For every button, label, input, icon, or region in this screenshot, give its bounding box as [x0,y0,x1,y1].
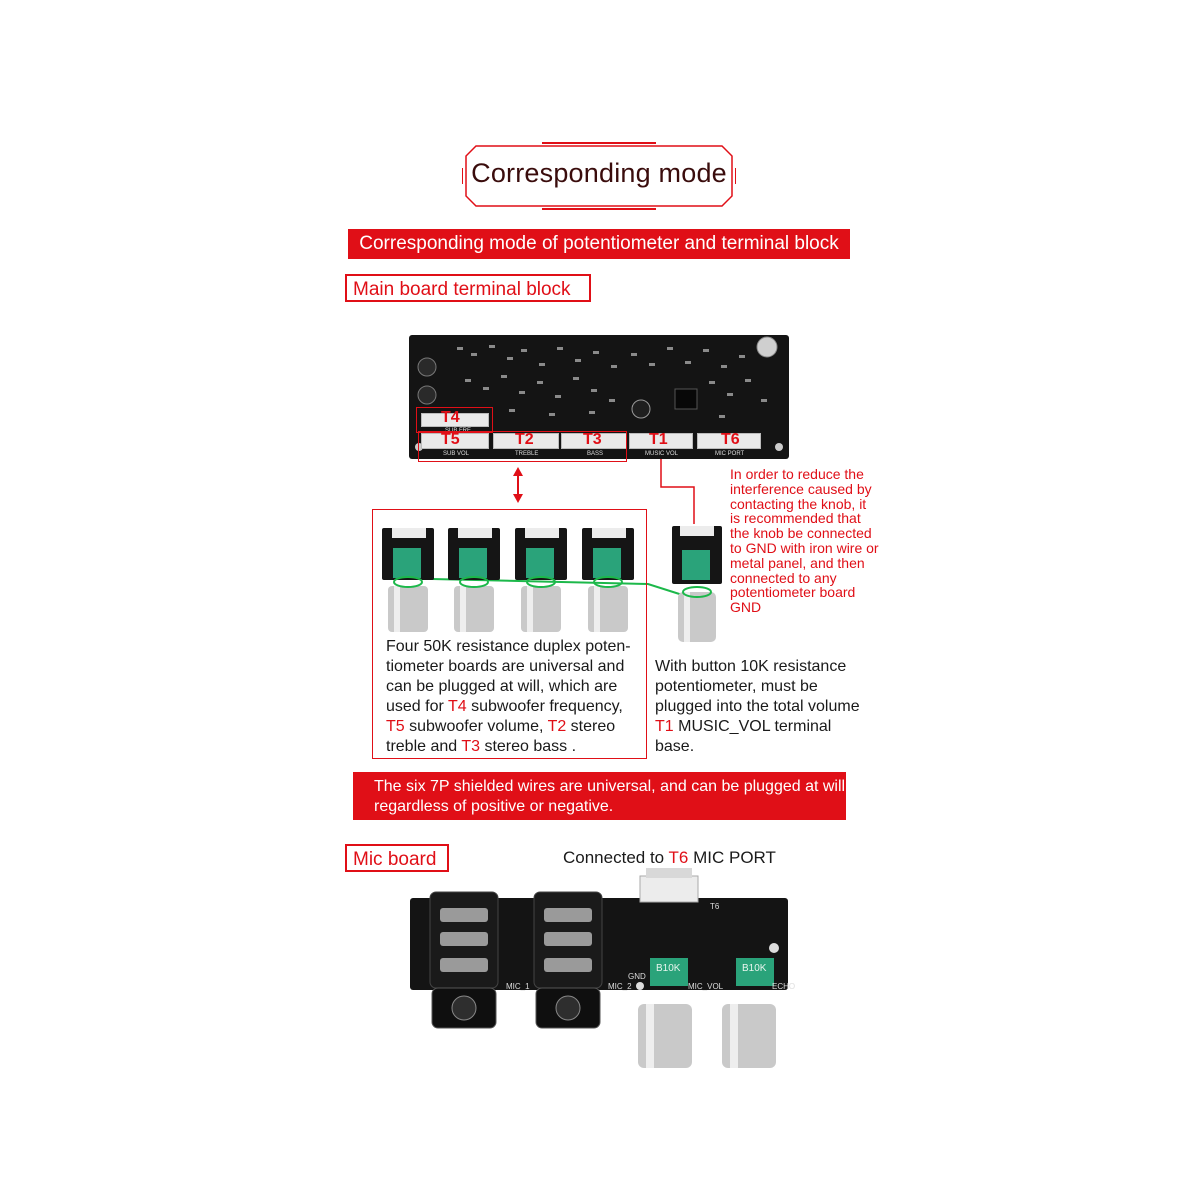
desc-t1: T1 [655,718,674,735]
mic-label-mic2: MIC_2 [608,982,632,991]
desc-t2: T2 [547,718,567,735]
pot-boards-frame [372,509,647,759]
desc-text: stereo bass . [480,738,577,755]
mic-label-mic1: MIC_1 [506,982,530,991]
desc-text: With button 10K resistance potentiometer… [655,658,860,715]
title-frame [462,142,736,210]
pcb-label-music-vol: MUSIC VOL [645,451,679,457]
caption-text: MIC PORT [688,848,776,867]
duplex-pot-description: Four 50K resistance duplex poten-tiomete… [386,637,644,757]
terminal-label-t3: T3 [583,431,602,448]
connector-t5 [421,433,489,449]
desc-t4: T4 [447,698,467,715]
mic-label-echo: ECHO [772,982,796,991]
duplex-pot-boards [382,528,634,632]
main-board-components [415,336,783,451]
pot-board [382,528,434,632]
mic-label-gnd: GND [628,972,646,981]
button-pot-board [672,526,722,642]
caption-text: Connected to [563,848,669,867]
page-title: Corresponding mode [471,158,727,188]
terminal-label-t6: T6 [721,431,740,448]
mic-board-drawing [410,868,788,1068]
pcb-label-mic-port: MIC PORT [715,451,745,457]
terminal-label-t4: T4 [441,409,460,426]
desc-text: stereo treble and [386,718,616,755]
mic-board-image: MIC_1 MIC_2 MIC_VOL ECHO GND T6 B10K B10… [410,868,795,1072]
desc-text: subwoofer volume, [404,718,548,735]
pot-label-b10k-1: B10K [656,963,681,974]
highlight-t5-t2-t3 [418,431,627,462]
connector-t6 [697,433,761,449]
banner-top: Corresponding mode of potentiometer and … [348,229,850,259]
section-label-main-board: Main board terminal block [345,274,591,302]
terminal-label-t5: T5 [441,431,460,448]
connector-t4 [421,413,489,427]
terminal-label-t1: T1 [649,431,668,448]
caption-t6: T6 [668,848,689,867]
section-label-mic-board: Mic board [345,844,449,872]
pcb-label-sub-vol: SUB VOL [443,451,470,457]
pcb-label-bass: BASS [587,451,604,457]
banner-bottom: The six 7P shielded wires are universal,… [353,772,846,820]
connector-t1 [629,433,693,449]
mic-caption: Connected to T6 MIC PORT [563,848,776,868]
pot-label-b10k-2: B10K [742,963,767,974]
mic-label-t6: T6 [710,902,720,911]
gnd-note: In order to reduce the interference caus… [730,466,879,616]
desc-text: MUSIC_VOL terminal base. [655,718,832,755]
connector-t2 [493,433,559,449]
desc-text: subwoofer frequency, [466,698,623,715]
desc-t5: T5 [386,718,405,735]
terminal-label-t2: T2 [515,431,534,448]
button-pot-description: With button 10K resistance potentiometer… [655,657,865,757]
desc-t3: T3 [461,738,480,755]
mic-label-mic-vol: MIC_VOL [688,982,724,991]
highlight-t4 [416,407,493,433]
pcb-label-treble: TREBLE [515,451,539,457]
desc-text: Four 50K resistance duplex poten-tiomete… [386,638,631,715]
